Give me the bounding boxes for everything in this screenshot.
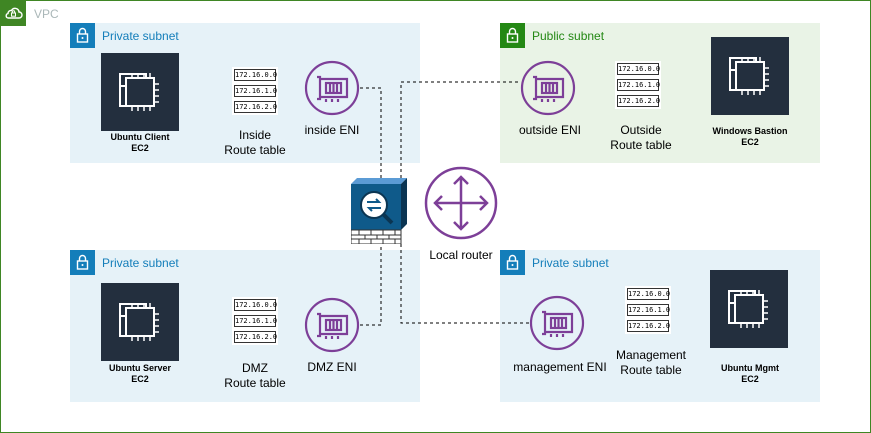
route-entry: 172.16.0.0 (627, 288, 671, 300)
eni-dmz[interactable] (304, 297, 360, 353)
route-entry: 172.16.1.0 (627, 304, 671, 316)
router-label: Local router (429, 248, 493, 262)
subnet-label: Private subnet (102, 256, 179, 270)
route-entry: 172.16.0.0 (234, 69, 278, 81)
link-management-eni-firewall (400, 244, 529, 324)
link-inside-eni-firewall (360, 87, 382, 178)
lock-icon (70, 250, 95, 275)
ec2-chip-icon (729, 57, 769, 95)
ec2-chip-icon (119, 73, 159, 111)
route-entry: 172.16.2.0 (627, 320, 671, 332)
lock-icon (70, 23, 95, 48)
eni-label-inside: inside ENI (304, 123, 360, 137)
route-entry: 172.16.2.0 (617, 95, 661, 107)
lock-icon (500, 23, 525, 48)
eni-label-outside: outside ENI (518, 123, 582, 137)
route-entry: 172.16.1.0 (234, 315, 278, 327)
vpc-cloud-icon (1, 1, 26, 26)
route-table-dmz[interactable]: 172.16.0.0 172.16.1.0 172.16.2.0 (232, 297, 278, 345)
firewall-icon (350, 178, 407, 245)
router-icon (424, 166, 498, 240)
ec2-ubuntu-client[interactable] (101, 53, 179, 131)
eni-management[interactable] (529, 295, 585, 351)
eni-inside[interactable] (304, 60, 360, 116)
route-table-management[interactable]: 172.16.0.0 172.16.1.0 172.16.2.0 (625, 286, 671, 334)
route-entry: 172.16.2.0 (234, 101, 278, 113)
eni-outside[interactable] (520, 60, 576, 116)
vpc-label: VPC (34, 7, 59, 21)
ec2-windows-bastion[interactable] (711, 37, 789, 115)
ec2-ubuntu-mgmt[interactable] (710, 270, 788, 348)
ec2-ubuntu-server[interactable] (101, 283, 179, 361)
lock-icon (500, 250, 525, 275)
route-entry: 172.16.2.0 (234, 331, 278, 343)
route-entry: 172.16.0.0 (234, 299, 278, 311)
link-outside-eni-firewall (400, 81, 520, 178)
local-router[interactable] (423, 165, 499, 241)
route-entry: 172.16.1.0 (617, 79, 661, 91)
link-dmz-eni-firewall (360, 244, 382, 326)
route-table-inside[interactable]: 172.16.0.0 172.16.1.0 172.16.2.0 (232, 67, 278, 115)
eni-label-management: management ENI (513, 360, 607, 374)
ec2-chip-icon (728, 290, 768, 328)
route-entry: 172.16.1.0 (234, 85, 278, 97)
network-interface-icon (304, 60, 360, 116)
network-interface-icon (529, 295, 585, 351)
subnet-label: Private subnet (532, 256, 609, 270)
subnet-label: Private subnet (102, 29, 179, 43)
network-interface-icon (520, 60, 576, 116)
eni-label-dmz: DMZ ENI (307, 360, 357, 374)
ec2-chip-icon (119, 303, 159, 341)
route-table-outside[interactable]: 172.16.0.0 172.16.1.0 172.16.2.0 (615, 61, 661, 109)
subnet-label: Public subnet (532, 29, 605, 43)
route-entry: 172.16.0.0 (617, 63, 661, 75)
firewall-appliance[interactable] (350, 178, 407, 245)
network-interface-icon (304, 297, 360, 353)
